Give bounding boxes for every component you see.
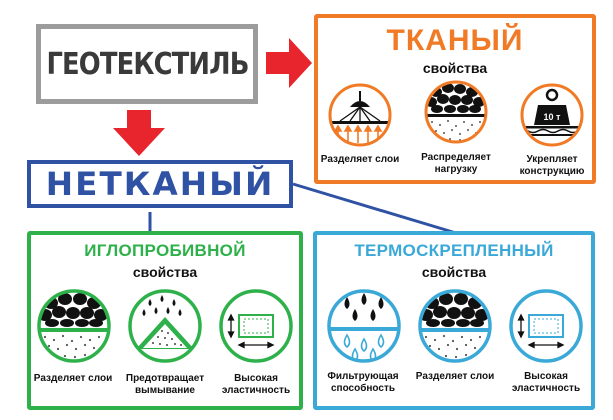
- thermobonded-subtitle: свойства: [421, 264, 487, 280]
- needlepunched-item-label-1: Разделяет слои: [33, 373, 113, 384]
- needlepunched-title: ИГЛОПРОБИВНОЙ: [84, 241, 246, 260]
- weight-text: 10 т: [544, 112, 562, 122]
- geotextile-title: ГЕОТЕКСТИЛЬ: [45, 46, 249, 82]
- woven-title: ТКАНЫЙ: [386, 24, 524, 57]
- woven-item-label-3: Укрепляет конструкцию: [519, 154, 585, 177]
- geotextile-box: ГЕОТЕКСТИЛЬ: [36, 24, 258, 104]
- reinforce-weight-icon: 10 т: [520, 83, 584, 147]
- thermobonded-panel: ТЕРМОСКРЕПЛЕННЫЙ свойства Фильтрующая сп…: [313, 231, 595, 410]
- connector-line-thermo: [292, 182, 457, 235]
- needlepunched-item-label-2: Предотвращает вымывание: [125, 373, 205, 396]
- erosion-prevention-icon: [128, 289, 202, 363]
- thermobonded-title: ТЕРМОСКРЕПЛЕННЫЙ: [354, 241, 554, 260]
- thermobonded-item-label-3: Высокая эластичность: [511, 371, 581, 394]
- arrow-down-icon: [113, 110, 165, 156]
- nonwoven-box: НЕТКАНЫЙ: [27, 160, 293, 208]
- elasticity-icon: [219, 289, 293, 363]
- arrow-right-icon: [266, 38, 312, 88]
- needlepunched-subtitle: свойства: [132, 264, 198, 280]
- woven-subtitle: свойства: [422, 60, 488, 76]
- separate-layers-icon: [418, 289, 492, 363]
- distribute-load-icon: [424, 80, 488, 144]
- separate-layers-icon: [37, 289, 111, 363]
- woven-item-label-1: Разделяет слои: [320, 154, 400, 165]
- nonwoven-title: НЕТКАНЫЙ: [45, 165, 275, 203]
- thermobonded-item-label-1: Фильтрующая способность: [327, 371, 399, 394]
- woven-panel: ТКАНЫЙ свойства Разделяет слои: [314, 14, 596, 184]
- woven-item-label-2: Распределяет нагрузку: [421, 152, 491, 175]
- needlepunched-panel: ИГЛОПРОБИВНОЙ свойства Разделяет слои: [27, 231, 303, 410]
- thermobonded-item-label-2: Разделяет слои: [415, 371, 495, 382]
- filtration-icon: [327, 289, 401, 363]
- needlepunched-item-label-3: Высокая эластичность: [221, 373, 291, 396]
- separate-layers-icon: [328, 83, 392, 147]
- elasticity-icon: [509, 289, 583, 363]
